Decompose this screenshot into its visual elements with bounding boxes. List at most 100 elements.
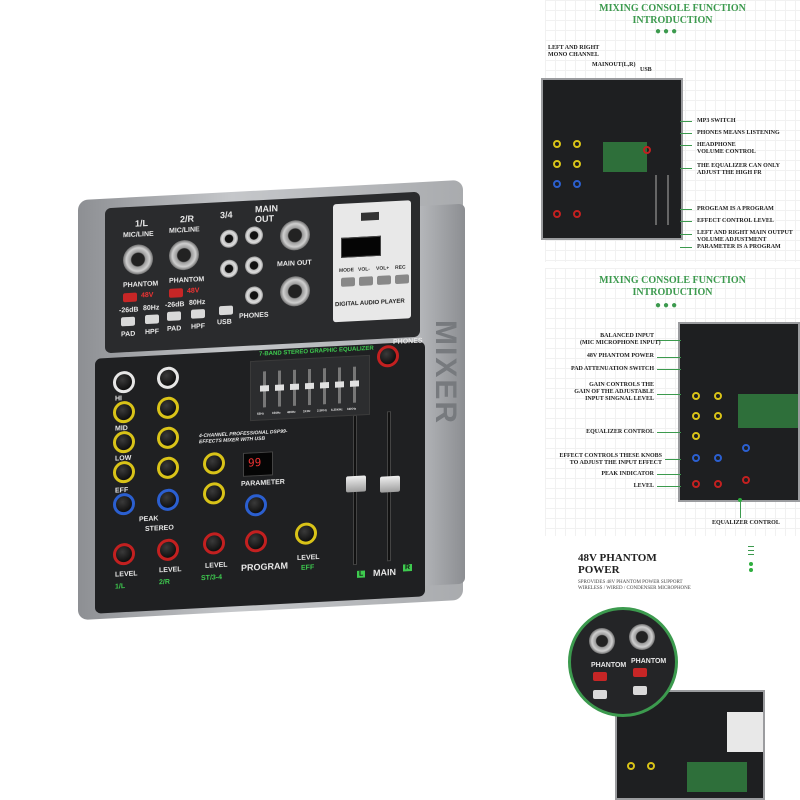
mode-button[interactable] bbox=[341, 277, 355, 287]
leader-3 bbox=[680, 145, 692, 146]
menu-icon-line1 bbox=[748, 546, 754, 547]
phantom-button-1[interactable] bbox=[123, 292, 137, 303]
dap-label: DIGITAL AUDIO PLAYER bbox=[335, 298, 405, 309]
zoom-pad-button-2 bbox=[633, 686, 647, 695]
level-label-ch2: LEVEL bbox=[159, 566, 182, 575]
gain-knob-2[interactable] bbox=[157, 366, 179, 390]
eq-slider-5[interactable] bbox=[323, 368, 326, 405]
jack-input-4[interactable] bbox=[245, 225, 263, 245]
jack-input-5[interactable] bbox=[220, 259, 238, 279]
eq-slider-7[interactable] bbox=[353, 366, 356, 403]
main-out-xlr-l[interactable] bbox=[280, 219, 310, 252]
low-knob-st[interactable] bbox=[203, 481, 225, 505]
main-fader-right-cap[interactable] bbox=[380, 475, 400, 493]
jack-input-6[interactable] bbox=[245, 255, 263, 275]
usb-button[interactable] bbox=[219, 305, 233, 316]
callout-48v: 48V PHANTOM POWER bbox=[586, 353, 654, 359]
callout-headphone-volume: HEADPHONE VOLUME CONTROL bbox=[697, 142, 756, 155]
eff-level-knob[interactable] bbox=[295, 522, 317, 546]
mini3-player bbox=[727, 712, 763, 752]
hpf-button-1[interactable] bbox=[145, 314, 159, 325]
program-knob[interactable] bbox=[245, 529, 267, 553]
eq-slider-3[interactable] bbox=[293, 369, 296, 406]
level-label-ch1: LEVEL bbox=[115, 570, 138, 579]
mini2-eq bbox=[738, 394, 798, 428]
main-fader-right[interactable] bbox=[380, 411, 400, 562]
ch1-bottom-label: 1/L bbox=[115, 583, 126, 591]
dsp-description: 4-CHANNEL PROFESSIONAL DSP99-EFFECTS MIX… bbox=[199, 428, 288, 446]
main-left-tag: L bbox=[357, 570, 366, 578]
phones-jack[interactable] bbox=[245, 285, 263, 305]
callout-progeam: PROGEAM IS A PROGRAM bbox=[697, 206, 774, 212]
hpf-button-2[interactable] bbox=[191, 309, 205, 319]
mini1-knob-a bbox=[553, 140, 561, 148]
phantom-button-2[interactable] bbox=[169, 288, 183, 298]
pad-button-2[interactable] bbox=[167, 311, 181, 322]
mid-knob-2[interactable] bbox=[157, 426, 179, 450]
gain-knob-1[interactable] bbox=[113, 370, 135, 394]
low-knob-1[interactable] bbox=[113, 460, 135, 484]
callout-phones-listening: PHONES MEANS LISTENING bbox=[697, 130, 780, 136]
hi-knob-st[interactable] bbox=[203, 451, 225, 475]
level-knob-2[interactable] bbox=[157, 538, 179, 562]
leader2-3 bbox=[657, 369, 681, 370]
low-label: LOW bbox=[115, 454, 132, 463]
zoom-xlr-2 bbox=[629, 624, 655, 650]
phones-volume-knob[interactable] bbox=[377, 344, 399, 368]
eff-knob-1[interactable] bbox=[113, 492, 135, 516]
leader-1 bbox=[680, 121, 692, 122]
usb-label: USB bbox=[217, 318, 232, 327]
main-label: MAIN bbox=[373, 566, 396, 579]
mini2-knob-d bbox=[692, 454, 700, 462]
eff-knob-2[interactable] bbox=[157, 488, 179, 512]
hz80-label-2: 80Hz bbox=[189, 298, 206, 307]
eq-slider-4[interactable] bbox=[308, 368, 311, 406]
callout-eq-high: THE EQUALIZER CAN ONLY ADJUST THE HIGH F… bbox=[697, 163, 780, 176]
leader-2 bbox=[680, 133, 692, 134]
mic-line-label-1: MIC/LINE bbox=[123, 230, 154, 240]
eq-slider-2[interactable] bbox=[278, 370, 281, 407]
eq-slider-1[interactable] bbox=[263, 371, 266, 408]
mini1-fader-r bbox=[667, 175, 669, 225]
main-fader-left-cap[interactable] bbox=[346, 475, 366, 493]
low-knob-2[interactable] bbox=[157, 456, 179, 480]
effect-display-value: 99 bbox=[248, 455, 262, 470]
program-label: PROGRAM bbox=[241, 560, 288, 573]
level-knob-1[interactable] bbox=[113, 542, 135, 566]
v48-label-1: 48V bbox=[141, 291, 154, 300]
leader2-7 bbox=[657, 474, 681, 475]
mini2-knob-e bbox=[692, 480, 700, 488]
mid-label: MID bbox=[115, 424, 128, 433]
level-knob-st[interactable] bbox=[203, 531, 225, 555]
leader-6 bbox=[680, 221, 692, 222]
panel3-dot-1 bbox=[749, 562, 753, 566]
rec-button[interactable] bbox=[395, 274, 409, 285]
main-fader-left[interactable] bbox=[346, 414, 366, 566]
zoom-xlr-1 bbox=[589, 628, 615, 654]
callout-pad: PAD ATTENUATION SWITCH bbox=[570, 366, 654, 372]
pad-button-1[interactable] bbox=[121, 316, 135, 327]
xlr-input-1[interactable] bbox=[123, 243, 153, 276]
hi-knob-1[interactable] bbox=[113, 400, 135, 424]
main-out-xlr-r[interactable] bbox=[280, 275, 310, 308]
panel1-dots-icon: ●●● bbox=[655, 26, 680, 37]
vol-plus-button[interactable] bbox=[377, 275, 391, 285]
mid-knob-1[interactable] bbox=[113, 430, 135, 454]
mini1-knob-f bbox=[573, 160, 581, 168]
jack-input-3[interactable] bbox=[220, 229, 238, 249]
hi-knob-2[interactable] bbox=[157, 396, 179, 420]
eq-band-5: 2.5KHz bbox=[317, 408, 328, 413]
xlr-input-2[interactable] bbox=[169, 239, 199, 271]
usb-port[interactable] bbox=[361, 211, 379, 221]
mini2-knob-c bbox=[692, 432, 700, 440]
eq-slider-6[interactable] bbox=[338, 367, 341, 404]
parameter-knob[interactable] bbox=[245, 493, 267, 517]
menu-icon-line2 bbox=[748, 550, 754, 551]
mini1-knob-h bbox=[573, 210, 581, 218]
vol-minus-button[interactable] bbox=[359, 276, 373, 286]
pad-label-2: PAD bbox=[167, 325, 182, 334]
mixer-product-image: MIXER 1/L 2/R 3/4 MAIN OUT MIC/LINE MIC/… bbox=[60, 170, 470, 630]
rec-label: REC bbox=[395, 264, 406, 272]
eq-band-1: 63Hz bbox=[257, 411, 265, 416]
callout-mainout: MAINOUT(L,R) bbox=[592, 62, 636, 68]
